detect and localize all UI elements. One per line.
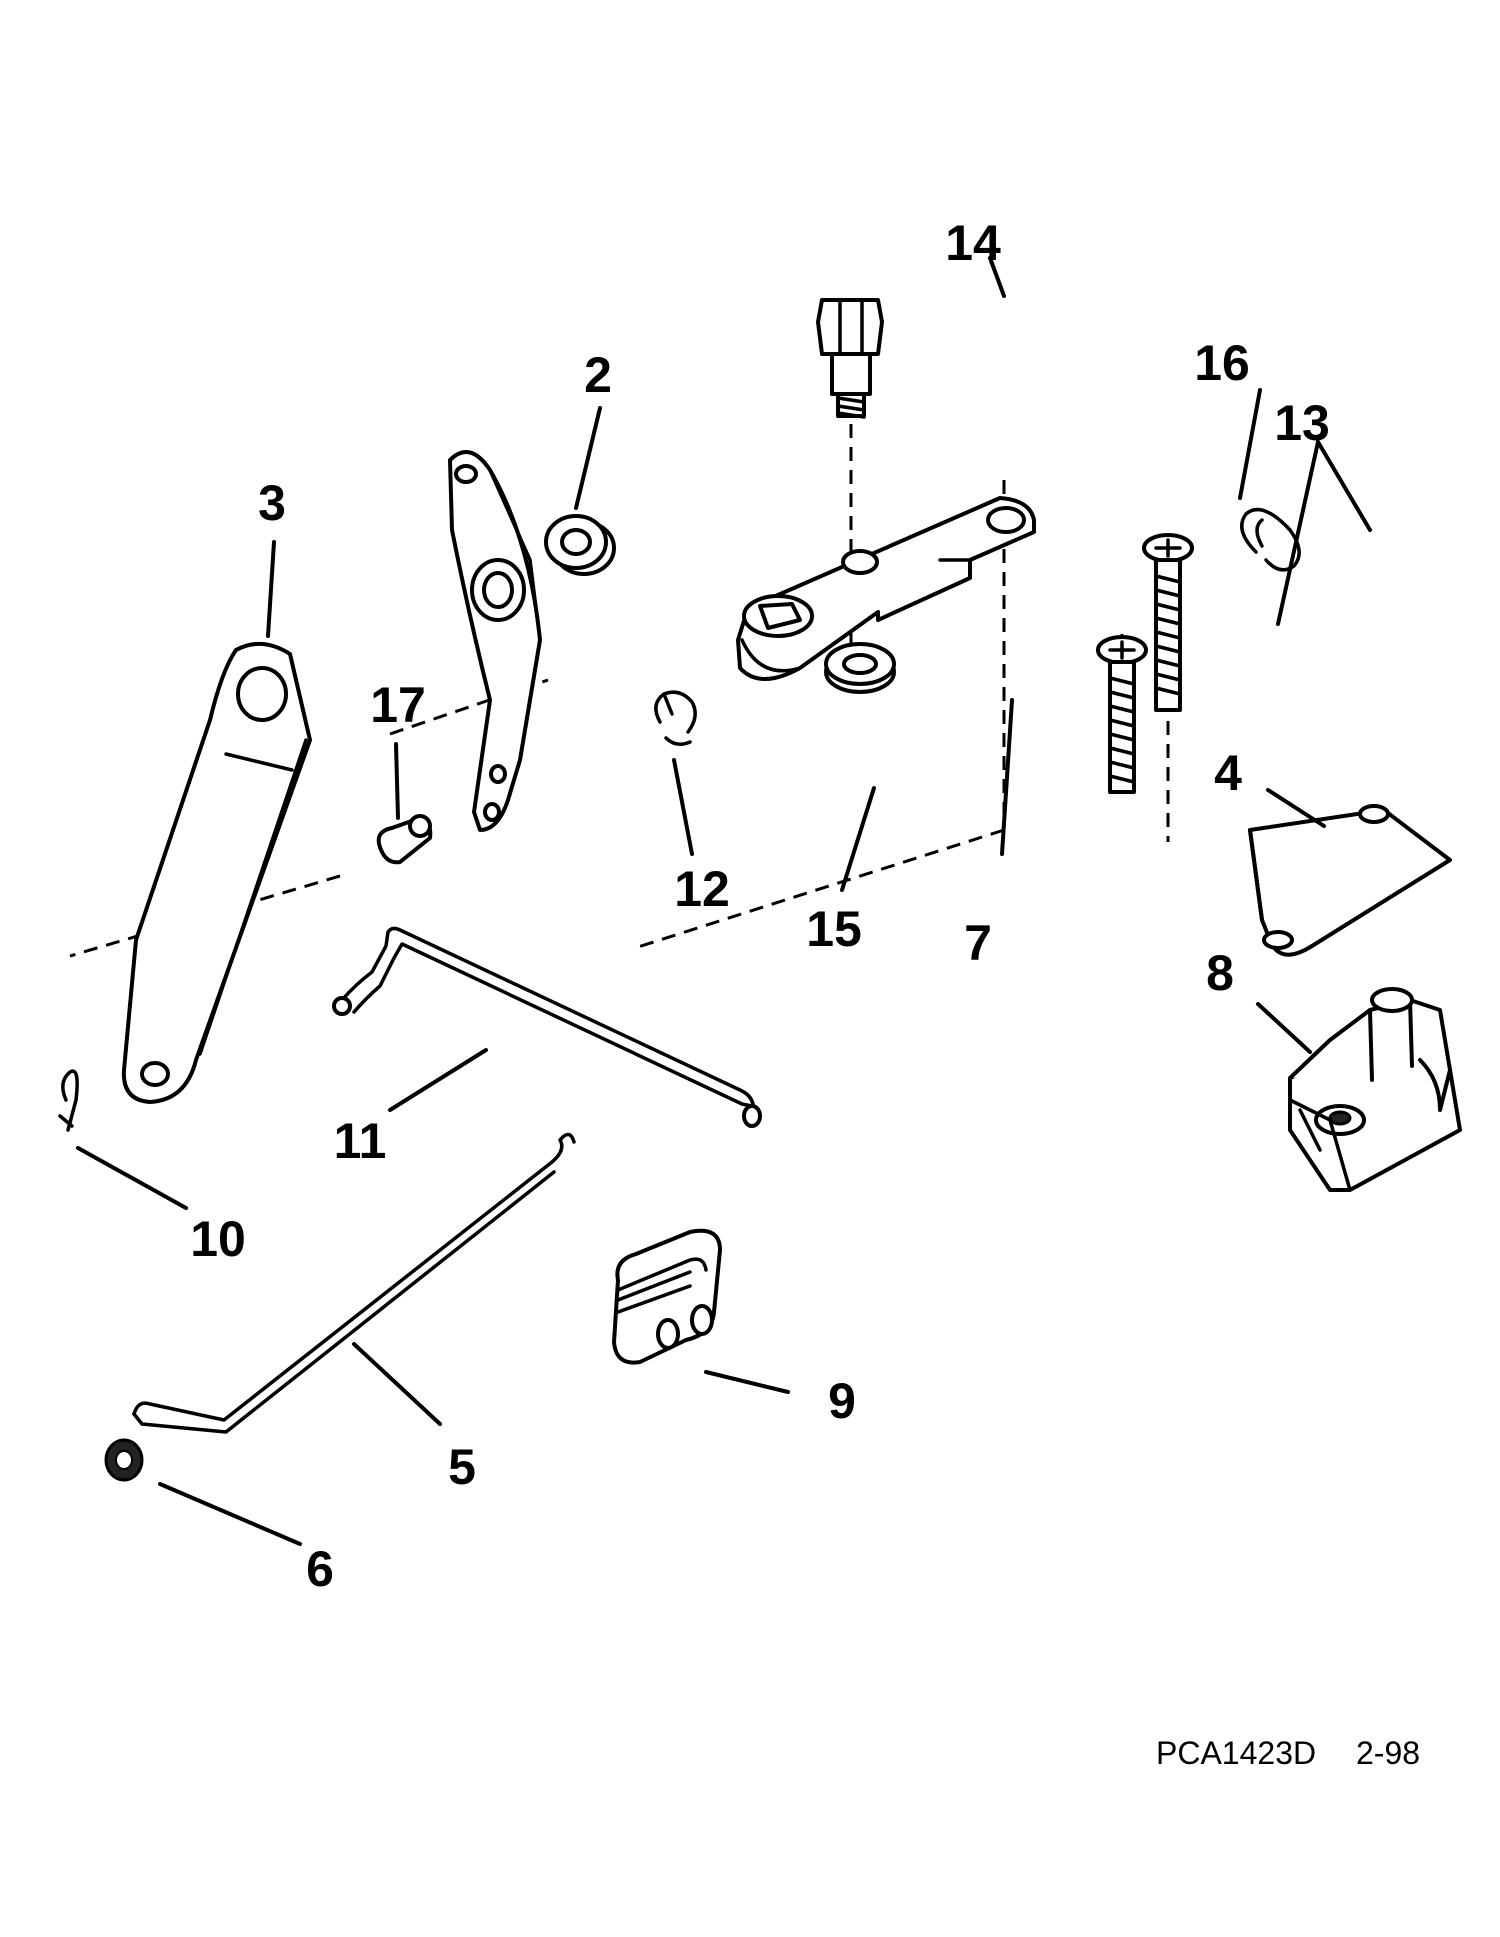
lever-part-15 <box>736 496 1036 681</box>
callout-17: 17 <box>370 677 426 733</box>
washer-part-2 <box>544 514 616 576</box>
callout-15: 15 <box>806 901 862 957</box>
callouts: 14 2 16 13 3 17 12 4 15 7 8 11 10 9 5 6 <box>190 215 1330 1597</box>
nut-part-6 <box>104 1438 144 1482</box>
callout-4: 4 <box>1214 745 1242 801</box>
pin-part-17 <box>376 814 433 865</box>
date-code: 2-98 <box>1356 1735 1420 1771</box>
callout-7: 7 <box>964 915 992 971</box>
cotter-part-10 <box>58 1069 79 1132</box>
link-part-2 <box>448 450 542 832</box>
callout-11: 11 <box>334 1113 387 1169</box>
callout-9: 9 <box>828 1373 856 1429</box>
drawing-code: PCA1423D <box>1156 1735 1316 1771</box>
callout-13: 13 <box>1274 395 1330 451</box>
wirerod-part-5 <box>132 1132 576 1434</box>
callout-2: 2 <box>584 347 612 403</box>
callout-5: 5 <box>448 1439 476 1495</box>
callout-10: 10 <box>190 1211 246 1267</box>
screw-part-13-long <box>1142 533 1194 712</box>
plate-part-4 <box>1248 804 1452 957</box>
bolt-part-14 <box>816 298 884 419</box>
bracket-part-8 <box>1288 987 1462 1192</box>
screw-part-13-short <box>1096 635 1148 794</box>
callout-3: 3 <box>258 475 286 531</box>
callout-6: 6 <box>306 1541 334 1597</box>
clip-part-16 <box>1240 507 1301 572</box>
callout-16: 16 <box>1194 335 1250 391</box>
eclip-part-12 <box>654 690 697 746</box>
arm-part-3 <box>121 642 312 1104</box>
washer-part-7 <box>824 642 896 694</box>
grommet-part-9 <box>612 1228 722 1365</box>
leader-lines <box>76 256 1372 1546</box>
callout-8: 8 <box>1206 945 1234 1001</box>
rod-part-11 <box>332 926 762 1128</box>
callout-14: 14 <box>945 215 1001 271</box>
callout-12: 12 <box>674 861 730 917</box>
